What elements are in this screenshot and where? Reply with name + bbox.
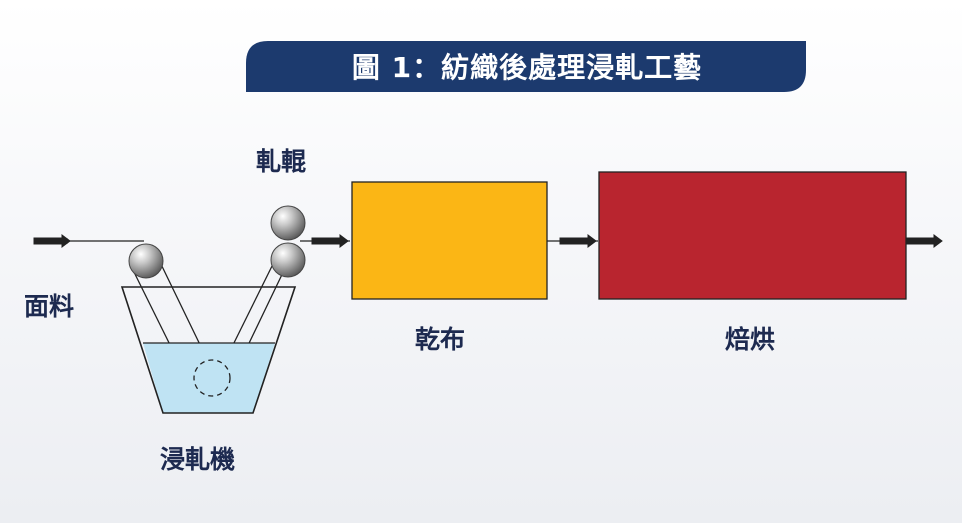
nip-roller-bottom-icon xyxy=(270,242,306,278)
label-padder: 浸軋機 xyxy=(160,445,236,474)
label-roller: 軋輥 xyxy=(256,147,307,176)
arrow-icon xyxy=(33,234,71,248)
flow-arrows xyxy=(33,234,943,248)
curing-box xyxy=(598,171,907,300)
padder-trough xyxy=(120,286,297,414)
rollers xyxy=(128,205,306,279)
label-fabric: 面料 xyxy=(24,292,75,321)
nip-roller-top-icon xyxy=(270,205,306,241)
arrow-icon xyxy=(905,234,943,248)
title-banner-bg xyxy=(246,41,806,92)
dryer-box xyxy=(351,181,548,300)
immersion-roller xyxy=(193,359,231,397)
title-banner: 圖 1：紡織後處理浸軋工藝 xyxy=(246,40,808,92)
label-dryer: 乾布 xyxy=(415,325,466,354)
liquor-bath xyxy=(143,343,275,413)
diagram-title: 圖 1：紡織後處理浸軋工藝 xyxy=(351,51,703,84)
guide-roller-icon xyxy=(128,243,164,279)
label-curing: 焙烘 xyxy=(725,325,776,354)
arrow-icon xyxy=(559,234,597,248)
arrow-icon xyxy=(311,234,349,248)
